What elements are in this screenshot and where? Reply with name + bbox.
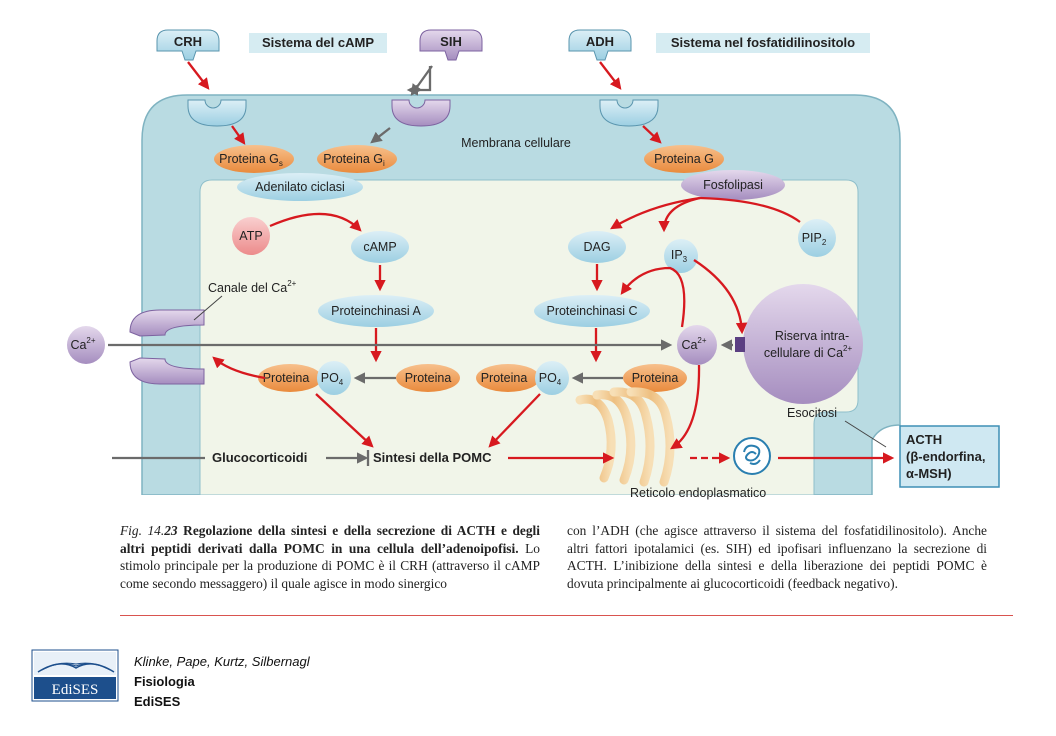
ca-extracellular: Ca2+	[67, 326, 105, 364]
svg-text:Adenilato ciclasi: Adenilato ciclasi	[255, 180, 345, 194]
logo-text: EdiSES	[52, 682, 99, 698]
crh-ligand: CRH	[156, 29, 220, 61]
dag-node: DAG	[568, 231, 626, 263]
adenylate-cyclase: Adenilato ciclasi	[237, 173, 363, 201]
g-protein: Proteina G	[644, 145, 724, 173]
pomc-synthesis-label: Sintesi della POMC	[373, 450, 492, 465]
camp-system-box	[249, 33, 387, 53]
svg-text:(β-endorfina,: (β-endorfina,	[906, 449, 985, 464]
figure-prefix: Fig. 14.	[120, 523, 165, 538]
publisher-book: Fisiologia	[134, 674, 195, 689]
atp-node: ATP	[232, 217, 270, 255]
gi-protein: Proteina Gi	[317, 145, 397, 173]
sih-label: SIH	[440, 34, 462, 49]
exocytosis-leader	[844, 420, 887, 448]
exocytosis-label: Esocitosi	[787, 406, 837, 420]
svg-text:Ca2+: Ca2+	[681, 336, 706, 352]
svg-text:Fosfolipasi: Fosfolipasi	[703, 178, 763, 192]
svg-text:Proteina: Proteina	[481, 371, 528, 385]
pi-system-box	[656, 33, 870, 53]
svg-text:DAG: DAG	[583, 240, 610, 254]
protein-left-source: Proteina	[396, 364, 460, 392]
secretory-vesicle	[733, 437, 771, 475]
svg-text:Proteina Gi: Proteina Gi	[323, 152, 385, 168]
svg-text:PO4: PO4	[321, 371, 344, 387]
crh-receptor	[187, 99, 247, 127]
caption-divider	[120, 615, 1013, 616]
caption-text-left: Lo stimolo principale per la produzione …	[120, 540, 540, 591]
svg-text:Ca2+: Ca2+	[70, 336, 95, 352]
caption-left-column: Fig. 14.23 Regolazione della sintesi e d…	[120, 522, 540, 592]
svg-text:ATP: ATP	[239, 229, 262, 243]
calcium-channel-label: Canale del Ca2+	[208, 279, 297, 295]
figure-caption: Fig. 14.23 Regolazione della sintesi e d…	[120, 522, 1010, 612]
gs-protein: Proteina Gs	[214, 145, 294, 173]
svg-text:Proteina: Proteina	[632, 371, 679, 385]
svg-text:cAMP: cAMP	[363, 240, 396, 254]
svg-text:cellulare di Ca2+: cellulare di Ca2+	[764, 344, 853, 360]
protein-po4-left: Proteina PO4	[258, 361, 351, 395]
calcium-channel	[129, 309, 205, 385]
caption-title: Regolazione della sintesi e della secrez…	[120, 523, 540, 556]
svg-text:Proteina: Proteina	[263, 371, 310, 385]
pomc-regulation-diagram: Sistema del cAMP Sistema nel fosfatidili…	[67, 29, 1000, 500]
svg-text:IP3: IP3	[671, 248, 688, 264]
svg-text:Riserva intra-: Riserva intra-	[775, 329, 849, 343]
svg-text:Proteinchinasi C: Proteinchinasi C	[546, 304, 637, 318]
svg-text:Proteina G: Proteina G	[654, 152, 714, 166]
ip3-receptor	[735, 337, 745, 352]
pka: Proteinchinasi A	[318, 295, 434, 327]
arrows-gray	[108, 65, 733, 464]
svg-text:PO4: PO4	[539, 371, 562, 387]
svg-text:ACTH: ACTH	[906, 432, 942, 447]
output-box: ACTH (β-endorfina, α-MSH)	[899, 425, 1000, 488]
publisher-name: EdiSES	[134, 694, 181, 709]
crh-label: CRH	[174, 34, 202, 49]
protein-right-source: Proteina	[623, 364, 687, 392]
adh-receptor	[599, 99, 659, 127]
membrane-label: Membrana cellulare	[461, 136, 571, 150]
sih-receptor	[391, 99, 451, 127]
sih-ligand: SIH	[419, 29, 483, 61]
protein-po4-right: Proteina PO4	[476, 361, 569, 395]
glucocorticoids-label: Glucocorticoidi	[212, 450, 307, 465]
figure-number: 23	[164, 523, 178, 538]
publisher-authors: Klinke, Pape, Kurtz, Silbernagl	[134, 654, 310, 669]
pip2-node: PIP2	[798, 219, 836, 257]
ca-intracellular: Ca2+	[677, 325, 717, 365]
svg-text:Proteinchinasi A: Proteinchinasi A	[331, 304, 421, 318]
publisher-block: EdiSES Klinke, Pape, Kurtz, Silbernagl F…	[30, 648, 330, 718]
svg-text:α-MSH): α-MSH)	[906, 466, 952, 481]
svg-text:Proteina Gs: Proteina Gs	[219, 152, 283, 168]
adh-label: ADH	[586, 34, 614, 49]
ip3-node: IP3	[664, 239, 698, 273]
caption-text-right: con l’ADH (che agisce attraverso il sist…	[567, 523, 987, 591]
camp-node: cAMP	[351, 231, 409, 263]
pi-system-header: Sistema nel fosfatidilinositolo	[671, 35, 855, 50]
channel-label-leader	[193, 295, 223, 321]
calcium-store: Riserva intra- cellulare di Ca2+	[743, 284, 863, 404]
svg-text:PIP2: PIP2	[802, 231, 827, 247]
edises-logo: EdiSES	[31, 649, 119, 702]
caption-right-column: con l’ADH (che agisce attraverso il sist…	[567, 522, 987, 592]
phospholipase: Fosfolipasi	[681, 170, 785, 200]
adh-ligand: ADH	[568, 29, 632, 61]
arrows-red	[187, 61, 895, 464]
er-label: Reticolo endoplasmatico	[630, 486, 766, 500]
svg-text:Proteina: Proteina	[405, 371, 452, 385]
camp-system-header: Sistema del cAMP	[262, 35, 374, 50]
pkc: Proteinchinasi C	[534, 295, 650, 327]
